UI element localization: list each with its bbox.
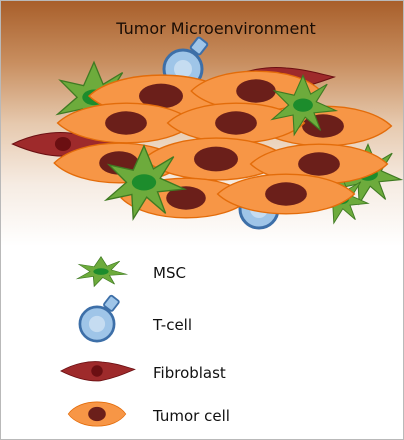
legend-tumor-cell-icon [67, 401, 127, 427]
legend-msc-icon [76, 256, 127, 287]
legend-label-t-cell: T-cell [153, 316, 193, 334]
legend-label-tumor-cell: Tumor cell [153, 407, 230, 425]
legend-fibroblast-icon [60, 361, 136, 382]
legend-t-cell-icon [78, 293, 121, 343]
diagram-title: Tumor Microenvironment [116, 19, 316, 38]
legend-label-msc: MSC [153, 264, 186, 282]
legend-label-fibroblast: Fibroblast [153, 364, 226, 382]
